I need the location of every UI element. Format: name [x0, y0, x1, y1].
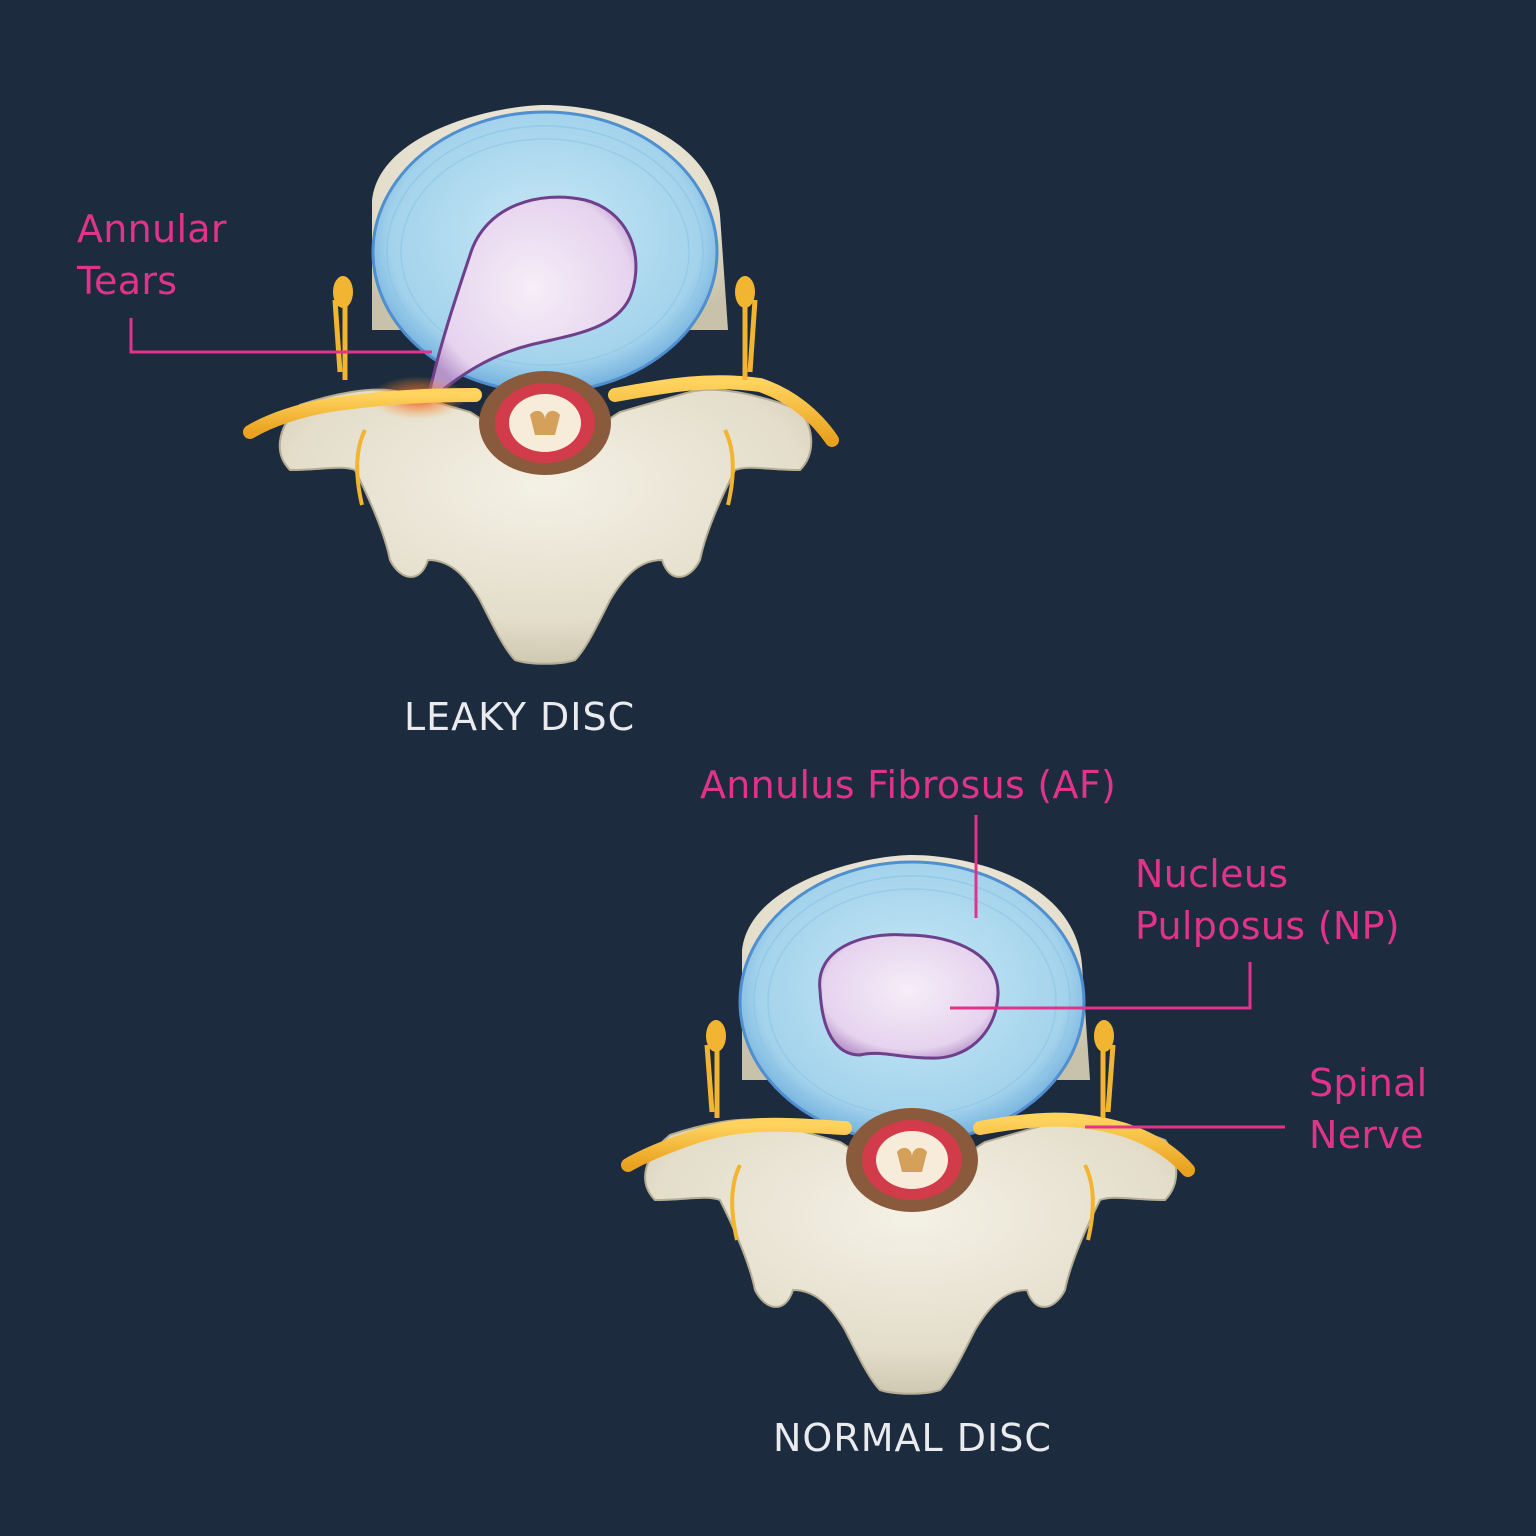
leaky-vertebra [243, 105, 839, 665]
nucleus-pulposus-label-line1: Nucleus [1135, 852, 1289, 896]
np-leader-line [950, 962, 1252, 1010]
leaky-disc-caption: LEAKY DISC [404, 695, 636, 739]
leaky-nucleus [428, 195, 638, 404]
nucleus-pulposus-label-line2: Pulposus (NP) [1135, 904, 1400, 948]
annular-tears-label-line1: Annular [77, 207, 227, 251]
normal-disc-caption: NORMAL DISC [773, 1416, 1052, 1460]
normal-spinal-nerve-left [621, 1117, 852, 1172]
leaky-spinal-nerve-left [243, 388, 482, 439]
spinal-nerve-label-line2: Nerve [1309, 1113, 1424, 1157]
leaky-spinal-nerve-right [608, 375, 839, 447]
leaky-tear-leader-line [129, 318, 432, 354]
annular-tears-label-line2: Tears [77, 259, 178, 303]
normal-vertebra [621, 855, 1195, 1395]
spinal-nerve-label-line1: Spinal [1309, 1061, 1428, 1105]
normal-nucleus [818, 933, 1000, 1060]
annulus-fibrosus-label: Annulus Fibrosus (AF) [700, 763, 1117, 807]
